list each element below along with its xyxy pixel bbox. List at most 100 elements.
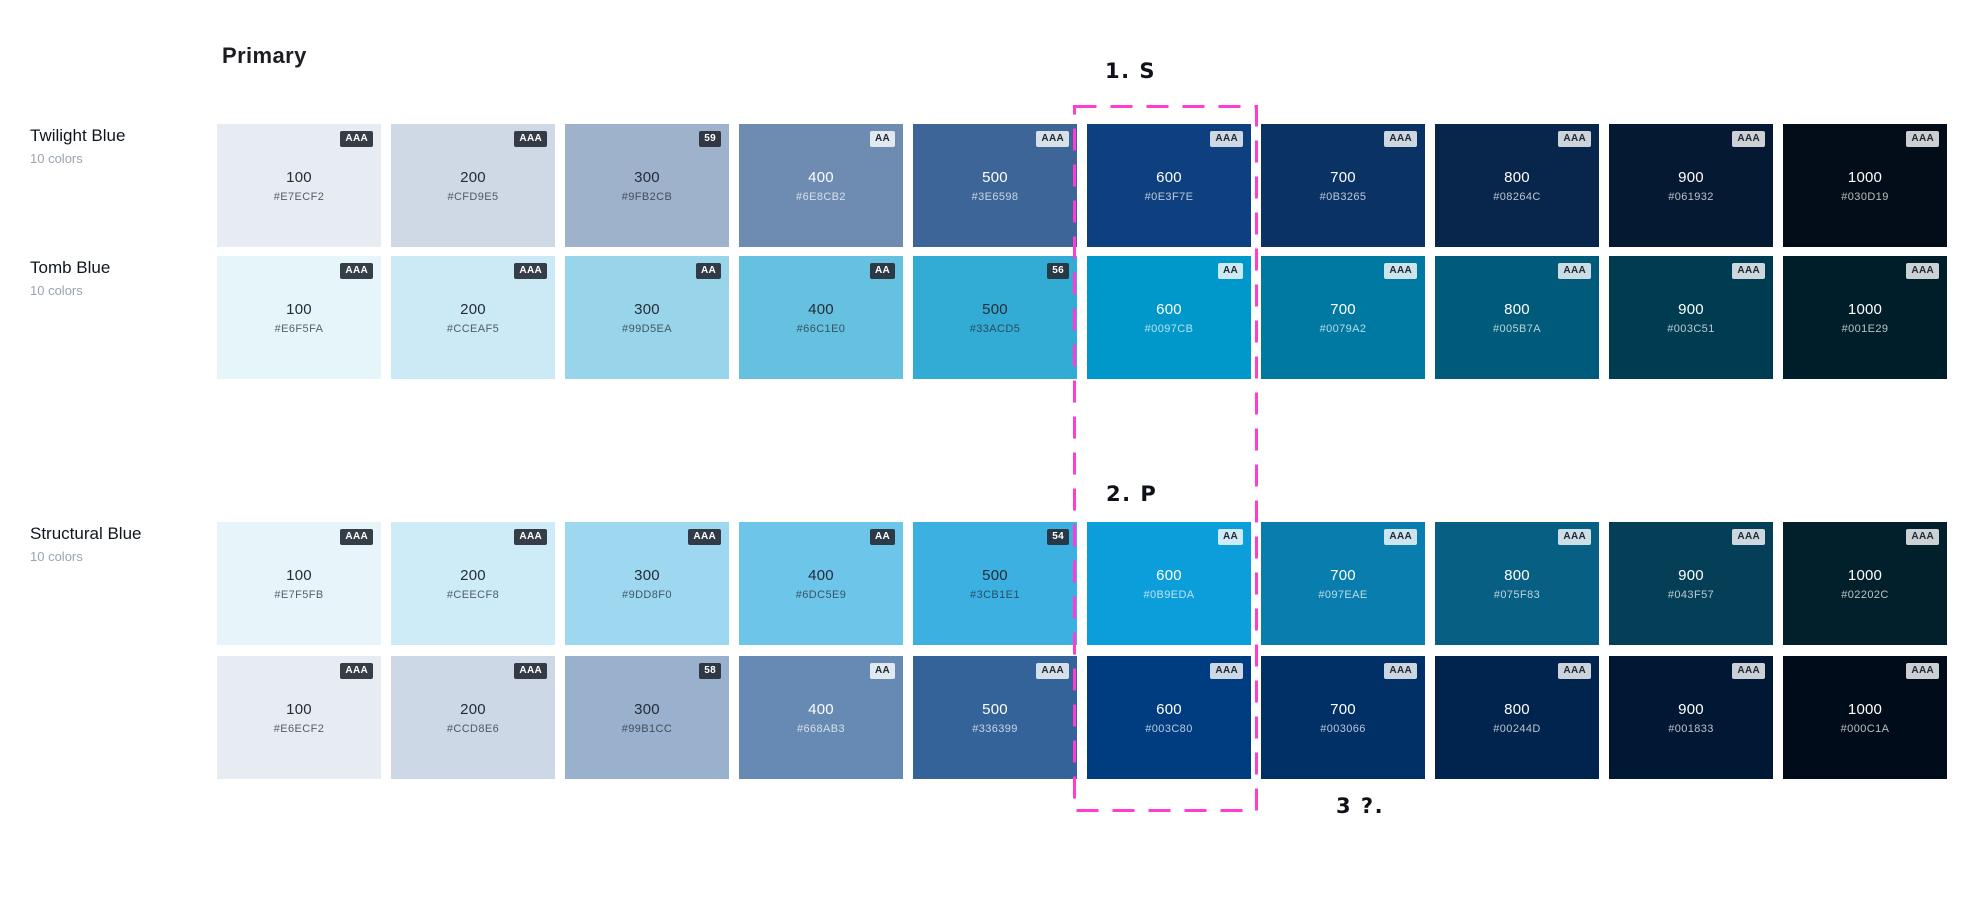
color-swatch[interactable]: AAA 200 #CCEAF5 [391, 256, 555, 379]
swatch-step-label: 400 [808, 168, 834, 186]
color-swatch[interactable]: AAA 900 #043F57 [1609, 522, 1773, 645]
swatch-text: 900 #043F57 [1668, 567, 1714, 601]
swatch-text: 700 #0B3265 [1320, 169, 1367, 203]
swatch-text: 700 #0079A2 [1320, 301, 1367, 335]
color-swatch[interactable]: AAA 500 #336399 [913, 656, 1077, 779]
color-swatch[interactable]: AAA 100 #E7F5FB [217, 522, 381, 645]
color-swatch[interactable]: 59 300 #9FB2CB [565, 124, 729, 247]
contrast-badge: AAA [1558, 263, 1591, 279]
swatch-hex-value: #0097CB [1144, 322, 1194, 335]
swatch-step-label: 200 [460, 300, 486, 318]
swatch-hex-value: #E7F5FB [274, 588, 324, 601]
swatch-hex-value: #0079A2 [1319, 322, 1367, 335]
color-swatch[interactable]: AA 400 #66C1E0 [739, 256, 903, 379]
color-swatch[interactable]: AAA 1000 #030D19 [1783, 124, 1947, 247]
swatch-step-label: 200 [460, 566, 486, 584]
color-swatch[interactable]: AAA 100 #E6F5FA [217, 256, 381, 379]
color-swatch[interactable]: 58 300 #99B1CC [565, 656, 729, 779]
color-swatch[interactable]: AA 300 #99D5EA [565, 256, 729, 379]
swatch-step-label: 900 [1678, 168, 1704, 186]
color-swatch[interactable]: AAA 1000 #02202C [1783, 522, 1947, 645]
swatch-text: 100 #E7F5FB [274, 567, 323, 601]
swatch-step-label: 300 [634, 168, 660, 186]
color-swatch[interactable]: AAA 800 #005B7A [1435, 256, 1599, 379]
color-swatch[interactable]: AAA 300 #9DD8F0 [565, 522, 729, 645]
color-swatch[interactable]: AA 600 #0097CB [1087, 256, 1251, 379]
swatch-list: AAA 100 #E6ECF2 AAA 200 #CCD8E6 58 300 #… [217, 656, 1947, 779]
color-swatch[interactable]: AAA 900 #003C51 [1609, 256, 1773, 379]
swatch-text: 800 #08264C [1493, 169, 1540, 203]
color-swatch[interactable]: AAA 200 #CFD9E5 [391, 124, 555, 247]
color-swatch[interactable]: AAA 1000 #000C1A [1783, 656, 1947, 779]
color-swatch[interactable]: AAA 600 #0E3F7E [1087, 124, 1251, 247]
color-swatch[interactable]: AAA 700 #003066 [1261, 656, 1425, 779]
color-swatch[interactable]: AAA 700 #0B3265 [1261, 124, 1425, 247]
palette-row: Twilight Blue 10 colors AAA 100 #E7ECF2 … [0, 124, 1970, 247]
palette-name: Structural Blue [30, 524, 142, 543]
color-swatch[interactable]: AAA 700 #0079A2 [1261, 256, 1425, 379]
swatch-text: 300 #99B1CC [622, 701, 673, 735]
color-swatch[interactable]: AAA 500 #3E6598 [913, 124, 1077, 247]
color-swatch[interactable]: AAA 1000 #001E29 [1783, 256, 1947, 379]
swatch-text: 300 #99D5EA [622, 301, 672, 335]
swatch-step-label: 300 [634, 566, 660, 584]
swatch-text: 1000 #030D19 [1841, 169, 1888, 203]
color-swatch[interactable]: AA 400 #6DC5E9 [739, 522, 903, 645]
color-swatch[interactable]: AA 400 #6E8CB2 [739, 124, 903, 247]
swatch-step-label: 600 [1156, 300, 1182, 318]
swatch-hex-value: #99D5EA [622, 322, 672, 335]
color-swatch[interactable]: AAA 800 #08264C [1435, 124, 1599, 247]
palette-label: Tomb Blue 10 colors [30, 258, 110, 298]
swatch-step-label: 500 [982, 168, 1008, 186]
swatch-hex-value: #030D19 [1841, 190, 1889, 203]
color-swatch[interactable]: AAA 800 #00244D [1435, 656, 1599, 779]
swatch-step-label: 800 [1504, 700, 1530, 718]
swatch-step-label: 700 [1330, 566, 1356, 584]
palette-name: Tomb Blue [30, 258, 111, 277]
swatch-text: 300 #9DD8F0 [622, 567, 672, 601]
color-swatch[interactable]: AA 600 #0B9EDA [1087, 522, 1251, 645]
color-swatch[interactable]: AAA 100 #E6ECF2 [217, 656, 381, 779]
color-swatch[interactable]: 56 500 #33ACD5 [913, 256, 1077, 379]
swatch-hex-value: #33ACD5 [969, 322, 1021, 335]
contrast-badge: AAA [340, 263, 373, 279]
contrast-badge: AAA [1558, 529, 1591, 545]
swatch-text: 700 #003066 [1320, 701, 1366, 735]
swatch-hex-value: #001E29 [1841, 322, 1889, 335]
color-swatch[interactable]: AAA 600 #003C80 [1087, 656, 1251, 779]
contrast-badge: AA [695, 263, 721, 279]
swatch-text: 900 #001833 [1668, 701, 1714, 735]
swatch-step-label: 1000 [1847, 700, 1883, 718]
contrast-badge: AA [1217, 263, 1243, 279]
swatch-text: 200 #CCEAF5 [447, 301, 499, 335]
color-swatch[interactable]: AA 400 #668AB3 [739, 656, 903, 779]
swatch-text: 600 #0B9EDA [1143, 567, 1194, 601]
color-swatch[interactable]: AAA 900 #001833 [1609, 656, 1773, 779]
swatch-text: 1000 #000C1A [1841, 701, 1890, 735]
color-swatch[interactable]: 54 500 #3CB1E1 [913, 522, 1077, 645]
contrast-badge: AAA [1384, 131, 1417, 147]
swatch-step-label: 800 [1504, 300, 1530, 318]
contrast-badge: AAA [340, 663, 373, 679]
swatch-text: 200 #CFD9E5 [447, 169, 498, 203]
color-swatch[interactable]: AAA 900 #061932 [1609, 124, 1773, 247]
swatch-text: 400 #668AB3 [797, 701, 845, 735]
swatch-text: 400 #6DC5E9 [796, 567, 847, 601]
contrast-badge: AAA [1210, 131, 1243, 147]
swatch-hex-value: #CCD8E6 [446, 722, 500, 735]
swatch-text: 800 #00244D [1493, 701, 1540, 735]
contrast-badge: AAA [1384, 663, 1417, 679]
color-swatch[interactable]: AAA 700 #097EAE [1261, 522, 1425, 645]
swatch-step-label: 400 [808, 700, 834, 718]
contrast-badge: AAA [1732, 529, 1765, 545]
color-swatch[interactable]: AAA 100 #E7ECF2 [217, 124, 381, 247]
swatch-step-label: 900 [1678, 300, 1704, 318]
contrast-badge: AA [1217, 529, 1243, 545]
contrast-badge: AAA [514, 663, 547, 679]
swatch-text: 600 #0E3F7E [1145, 169, 1194, 203]
color-swatch[interactable]: AAA 800 #075F83 [1435, 522, 1599, 645]
color-swatch[interactable]: AAA 200 #CCD8E6 [391, 656, 555, 779]
color-swatch[interactable]: AAA 200 #CEECF8 [391, 522, 555, 645]
swatch-hex-value: #075F83 [1493, 588, 1541, 601]
contrast-badge: AAA [340, 529, 373, 545]
